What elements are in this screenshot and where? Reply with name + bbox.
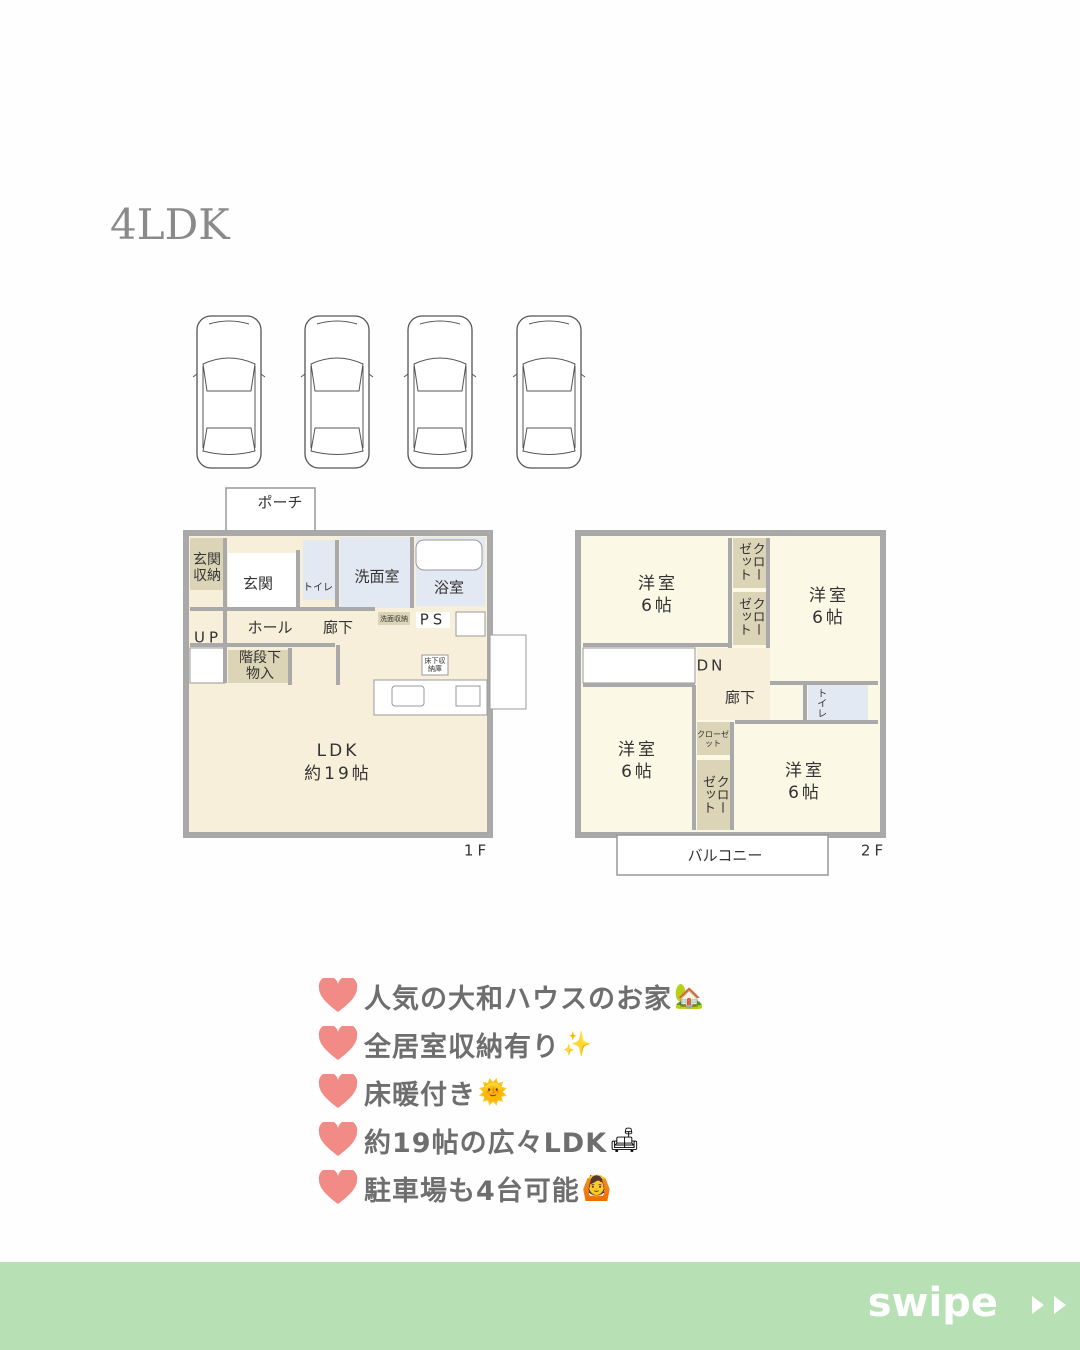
balcony-label: バルコニー (687, 846, 763, 865)
heart-icon (318, 1026, 358, 1060)
toilet-label: トイレ (814, 688, 826, 718)
kitchen-door (489, 634, 527, 710)
feature-item: 全居室収納有り✨ (318, 1020, 704, 1068)
house-icon: 🏡 (674, 982, 704, 1010)
washroom-room (340, 537, 410, 608)
bathroom-label: 浴室 (433, 578, 465, 597)
closet-room (697, 722, 730, 755)
ps-room (416, 612, 450, 628)
arrow-right-icon (1032, 1296, 1044, 1314)
floor-1-plan (183, 487, 527, 838)
under-stairs-label: 階段下物入 (239, 649, 281, 682)
ok-person-icon: 🙆 (581, 1174, 612, 1202)
entrance-storage-room (190, 538, 225, 590)
closet-room (697, 760, 730, 830)
closet-label: クローゼット (700, 775, 729, 814)
sofa-icon: 🛋 (609, 1126, 640, 1154)
heart-icon (318, 978, 358, 1012)
sparkles-icon: ✨ (562, 1030, 592, 1058)
closet-room (733, 592, 767, 645)
floor2-label: 2F (860, 841, 888, 860)
page-title: 4LDK (110, 200, 230, 249)
floor1-label: 1F (463, 841, 491, 860)
entrance-room (228, 553, 298, 607)
ps-label: PS (419, 610, 447, 629)
heart-icon (318, 1074, 358, 1108)
stove (455, 685, 481, 707)
stairs-1f (189, 647, 226, 684)
hall-label: ホール (247, 618, 293, 637)
closet-room (733, 538, 767, 588)
car-icon (192, 315, 266, 469)
feature-list: 人気の大和ハウスのお家🏡 全居室収納有り✨ 床暖付き🌞 約19帖の広々LDK🛋 … (318, 972, 704, 1212)
ldk-label: LDK (316, 741, 360, 762)
closet-label: クローゼット (736, 542, 765, 581)
balcony-area (616, 834, 829, 876)
toilet-room-2f (808, 685, 868, 720)
swipe-bar[interactable]: swipe (0, 1262, 1080, 1350)
corridor-label: 廊下 (322, 618, 354, 637)
washroom-label: 洗面室 (354, 567, 400, 586)
floor-2-plan (575, 530, 886, 876)
entrance-label: 玄関 (242, 574, 274, 593)
wash-storage-room (378, 612, 410, 625)
car-icon (403, 315, 477, 469)
porch-label: ポーチ (257, 493, 303, 512)
under-stairs-room (228, 650, 290, 683)
wash-storage-label: 洗面収納 (380, 614, 408, 623)
heart-icon (318, 1122, 358, 1156)
car-icon (512, 315, 586, 469)
toilet-label: トイレ (303, 582, 333, 594)
closet-label: クローゼット (697, 729, 729, 748)
toilet-room (303, 540, 337, 600)
arrow-right-icon (1054, 1296, 1066, 1314)
feature-item: 床暖付き🌞 (318, 1068, 704, 1116)
sun-icon: 🌞 (478, 1078, 508, 1106)
heart-icon (318, 1170, 358, 1204)
entrance-storage-label: 玄関収納 (193, 551, 221, 584)
dn-label: DN (696, 656, 726, 675)
corridor-label: 廊下 (724, 688, 756, 707)
swipe-arrows (1032, 1296, 1066, 1314)
swipe-label: swipe (867, 1280, 998, 1326)
parking-cars (192, 315, 586, 469)
ldk-size-label: 約19帖 (304, 764, 372, 785)
closet-label: クローゼット (736, 597, 765, 636)
sink (391, 685, 425, 707)
corridor-room (697, 648, 770, 720)
underfloor-storage-hatch (421, 654, 449, 676)
fridge-space (455, 611, 486, 637)
underfloor-storage-label: 床下収納庫 (424, 656, 446, 673)
bathtub (415, 539, 483, 571)
feature-item: 駐車場も4台可能🙆 (318, 1164, 704, 1212)
feature-item: 約19帖の広々LDK🛋 (318, 1116, 704, 1164)
stairs-2f (582, 647, 696, 684)
feature-item: 人気の大和ハウスのお家🏡 (318, 972, 704, 1020)
up-label: UP (193, 628, 223, 647)
car-icon (300, 315, 374, 469)
